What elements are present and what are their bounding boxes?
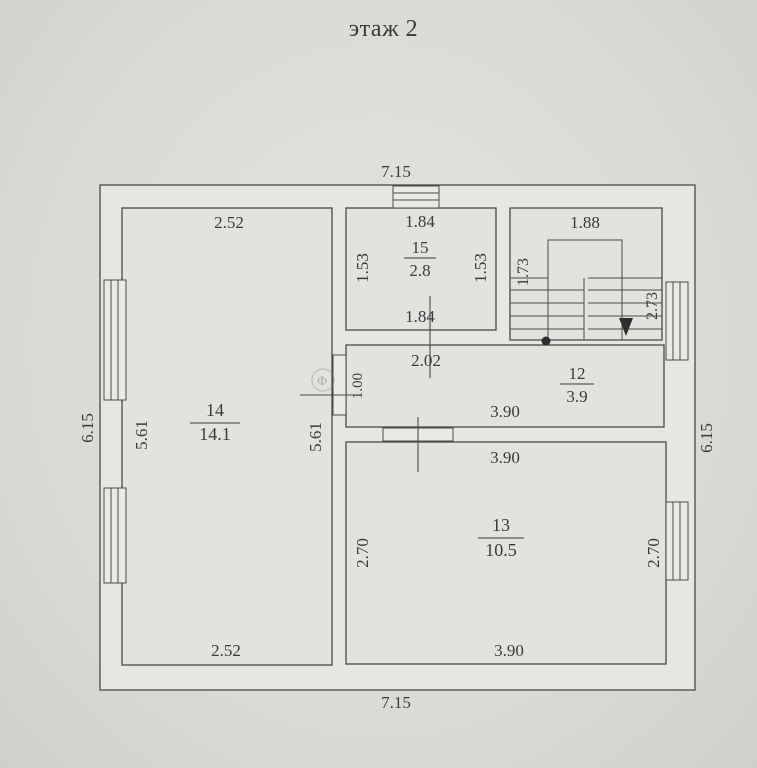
dim-room13-left: 2.70 <box>353 538 372 568</box>
staircase <box>510 239 662 340</box>
dim-room15-bottom: 1.84 <box>405 307 435 326</box>
svg-text:Ф: Ф <box>317 373 327 388</box>
dim-room12-top: 2.02 <box>411 351 441 370</box>
window-right-upper <box>665 281 689 361</box>
dim-outer-top: 7.15 <box>381 162 411 181</box>
dim-room12-bottom: 3.90 <box>490 402 520 421</box>
dim-room14-left: 5.61 <box>132 420 151 450</box>
floor-title: этаж 2 <box>348 16 419 42</box>
window-top <box>392 185 440 209</box>
stair-start-marker <box>541 336 551 346</box>
dim-room15-left: 1.53 <box>353 253 372 283</box>
dim-room15-right: 1.53 <box>471 253 490 283</box>
room-14-area: 14.1 <box>199 424 231 444</box>
dim-room12-left: 1.00 <box>350 373 366 399</box>
dim-stair-right: 2.73 <box>644 292 661 320</box>
stair-direction-arrow-icon <box>619 318 633 336</box>
room-12-number: 12 <box>569 364 586 383</box>
dim-outer-bottom: 7.15 <box>381 693 411 712</box>
room-15-area: 2.8 <box>409 261 430 280</box>
window-right-lower <box>665 501 689 581</box>
room-13-area: 10.5 <box>485 540 517 560</box>
dim-stair-top: 1.88 <box>570 213 600 232</box>
dim-outer-left: 6.15 <box>78 413 97 443</box>
window-left-lower <box>103 487 127 584</box>
dim-room14-top: 2.52 <box>214 213 244 232</box>
room-12-area: 3.9 <box>566 387 587 406</box>
room-13-number: 13 <box>492 515 510 535</box>
dim-room13-right: 2.70 <box>644 538 663 568</box>
dim-room13-bottom: 3.90 <box>494 641 524 660</box>
door-room-14 <box>332 354 347 416</box>
dim-room13-top: 3.90 <box>490 448 520 467</box>
watermark-logo: Ф <box>311 368 335 392</box>
window-left-upper <box>103 279 127 401</box>
dim-stair-left: 1.73 <box>515 258 532 286</box>
dim-room14-right: 5.61 <box>306 422 325 452</box>
section-lines <box>300 296 431 472</box>
dim-room14-bottom: 2.52 <box>211 641 241 660</box>
room-14-floor <box>121 207 333 666</box>
room-15-number: 15 <box>412 238 429 257</box>
dim-outer-right: 6.15 <box>697 423 716 453</box>
room-14-number: 14 <box>206 400 224 420</box>
room-15-floor <box>345 207 497 331</box>
dim-room15-top: 1.84 <box>405 212 435 231</box>
room-13-floor <box>345 441 667 665</box>
